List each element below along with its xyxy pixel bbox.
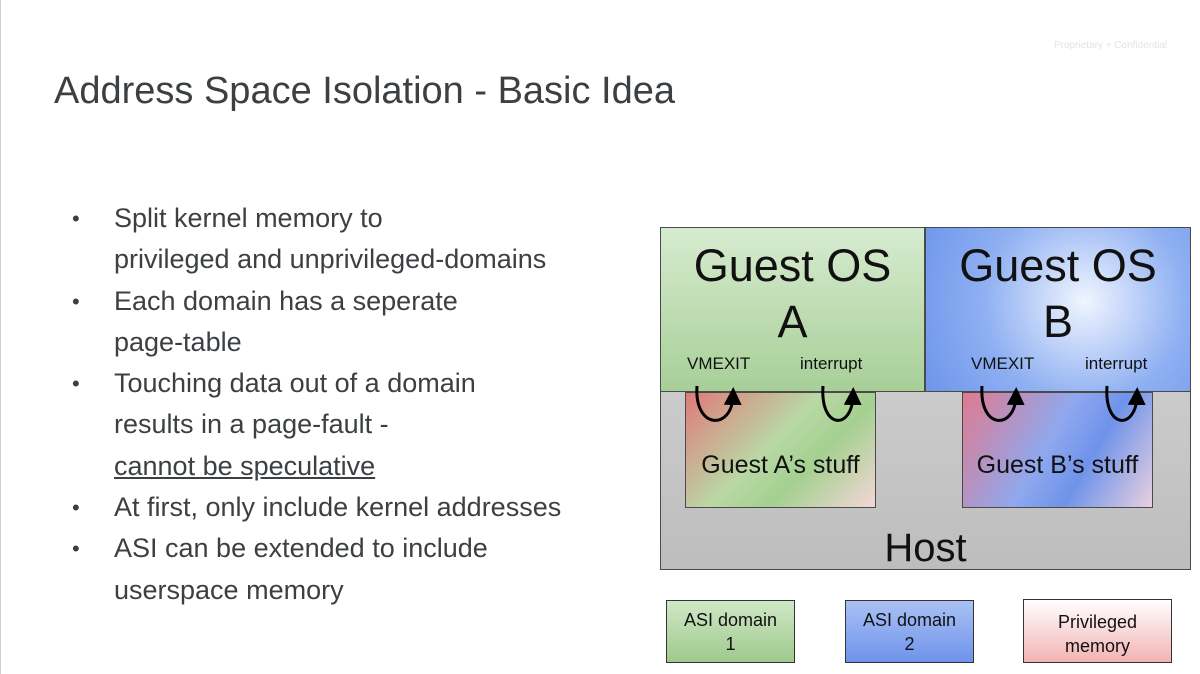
guest-b-interrupt-arrow-icon bbox=[1105, 385, 1146, 422]
bullet-item: Each domain has a seperate page-table bbox=[72, 281, 634, 364]
bullet-line: privileged and unprivileged-domains bbox=[114, 244, 547, 275]
slide-title: Address Space Isolation - Basic Idea bbox=[54, 70, 676, 112]
bullet-line: At first, only include kernel addresses bbox=[114, 492, 562, 523]
guest-a-interrupt-arrow-icon bbox=[821, 385, 862, 422]
host-label: Host bbox=[884, 526, 967, 570]
bullet-line: Each domain has a seperate bbox=[114, 285, 458, 316]
confidential-label: Proprietary + Confidential bbox=[1054, 40, 1168, 51]
guest-a-interrupt-label: interrupt bbox=[800, 354, 863, 373]
bullet-list: Split kernel memory to privileged and un… bbox=[72, 198, 634, 611]
legend-asi-domain-2-line2: 2 bbox=[904, 634, 915, 654]
guest-os-a-line1: Guest OS bbox=[693, 240, 892, 291]
guest-os-b-label: Guest OS B bbox=[925, 238, 1191, 350]
bullet-line: Split kernel memory to bbox=[114, 203, 383, 233]
legend-privileged-memory: Privileged memory bbox=[1023, 599, 1172, 663]
legend-asi-domain-1: ASI domain 1 bbox=[666, 600, 795, 663]
guest-b-stuff-label: Guest B’s stuff bbox=[976, 451, 1139, 479]
bullet-item: At first, only include kernel addresses bbox=[72, 487, 634, 529]
guest-os-a-line2: A bbox=[777, 296, 808, 347]
host-box bbox=[660, 227, 1191, 570]
guest-os-a-box bbox=[660, 227, 925, 392]
bullet-line: page-table bbox=[114, 326, 242, 357]
guest-a-stuff-label: Guest A’s stuff bbox=[701, 451, 860, 479]
legend-asi-domain-2-line1: ASI domain bbox=[862, 610, 957, 630]
guest-b-interrupt-label: interrupt bbox=[1085, 354, 1148, 373]
legend-privileged-line2: memory bbox=[1064, 636, 1130, 656]
bullet-item: Split kernel memory to privileged and un… bbox=[72, 198, 634, 281]
legend-asi-domain-1-line1: ASI domain bbox=[683, 610, 778, 630]
bullet-line: userspace memory bbox=[114, 574, 344, 605]
bullet-line: Touching data out of a domain bbox=[114, 368, 476, 399]
bullet-line-underlined: cannot be speculative bbox=[114, 450, 376, 481]
legend-privileged-line1: Privileged bbox=[1057, 612, 1138, 632]
guest-a-vmexit-arrow-icon bbox=[695, 385, 742, 422]
guest-b-stuff-box bbox=[962, 392, 1153, 508]
guest-os-b-box bbox=[925, 227, 1191, 392]
slide-left-border bbox=[0, 0, 1, 674]
legend-asi-domain-2: ASI domain 2 bbox=[845, 600, 974, 663]
bullet-item: ASI can be extended to include userspace… bbox=[72, 528, 634, 611]
bullet-item: Touching data out of a domain results in… bbox=[72, 363, 634, 487]
guest-b-vmexit-label: VMEXIT bbox=[971, 354, 1035, 373]
guest-a-stuff-box bbox=[685, 392, 876, 508]
guest-os-b-line2: B bbox=[1042, 296, 1073, 347]
legend-asi-domain-1-line2: 1 bbox=[725, 634, 736, 654]
bullet-line: results in a page-fault - bbox=[114, 409, 389, 440]
guest-os-b-line1: Guest OS bbox=[959, 240, 1157, 291]
guest-a-vmexit-label: VMEXIT bbox=[687, 354, 751, 373]
bullet-line: ASI can be extended to include bbox=[114, 533, 488, 564]
guest-b-vmexit-arrow-icon bbox=[980, 385, 1025, 422]
guest-os-a-label: Guest OS A bbox=[660, 238, 925, 350]
